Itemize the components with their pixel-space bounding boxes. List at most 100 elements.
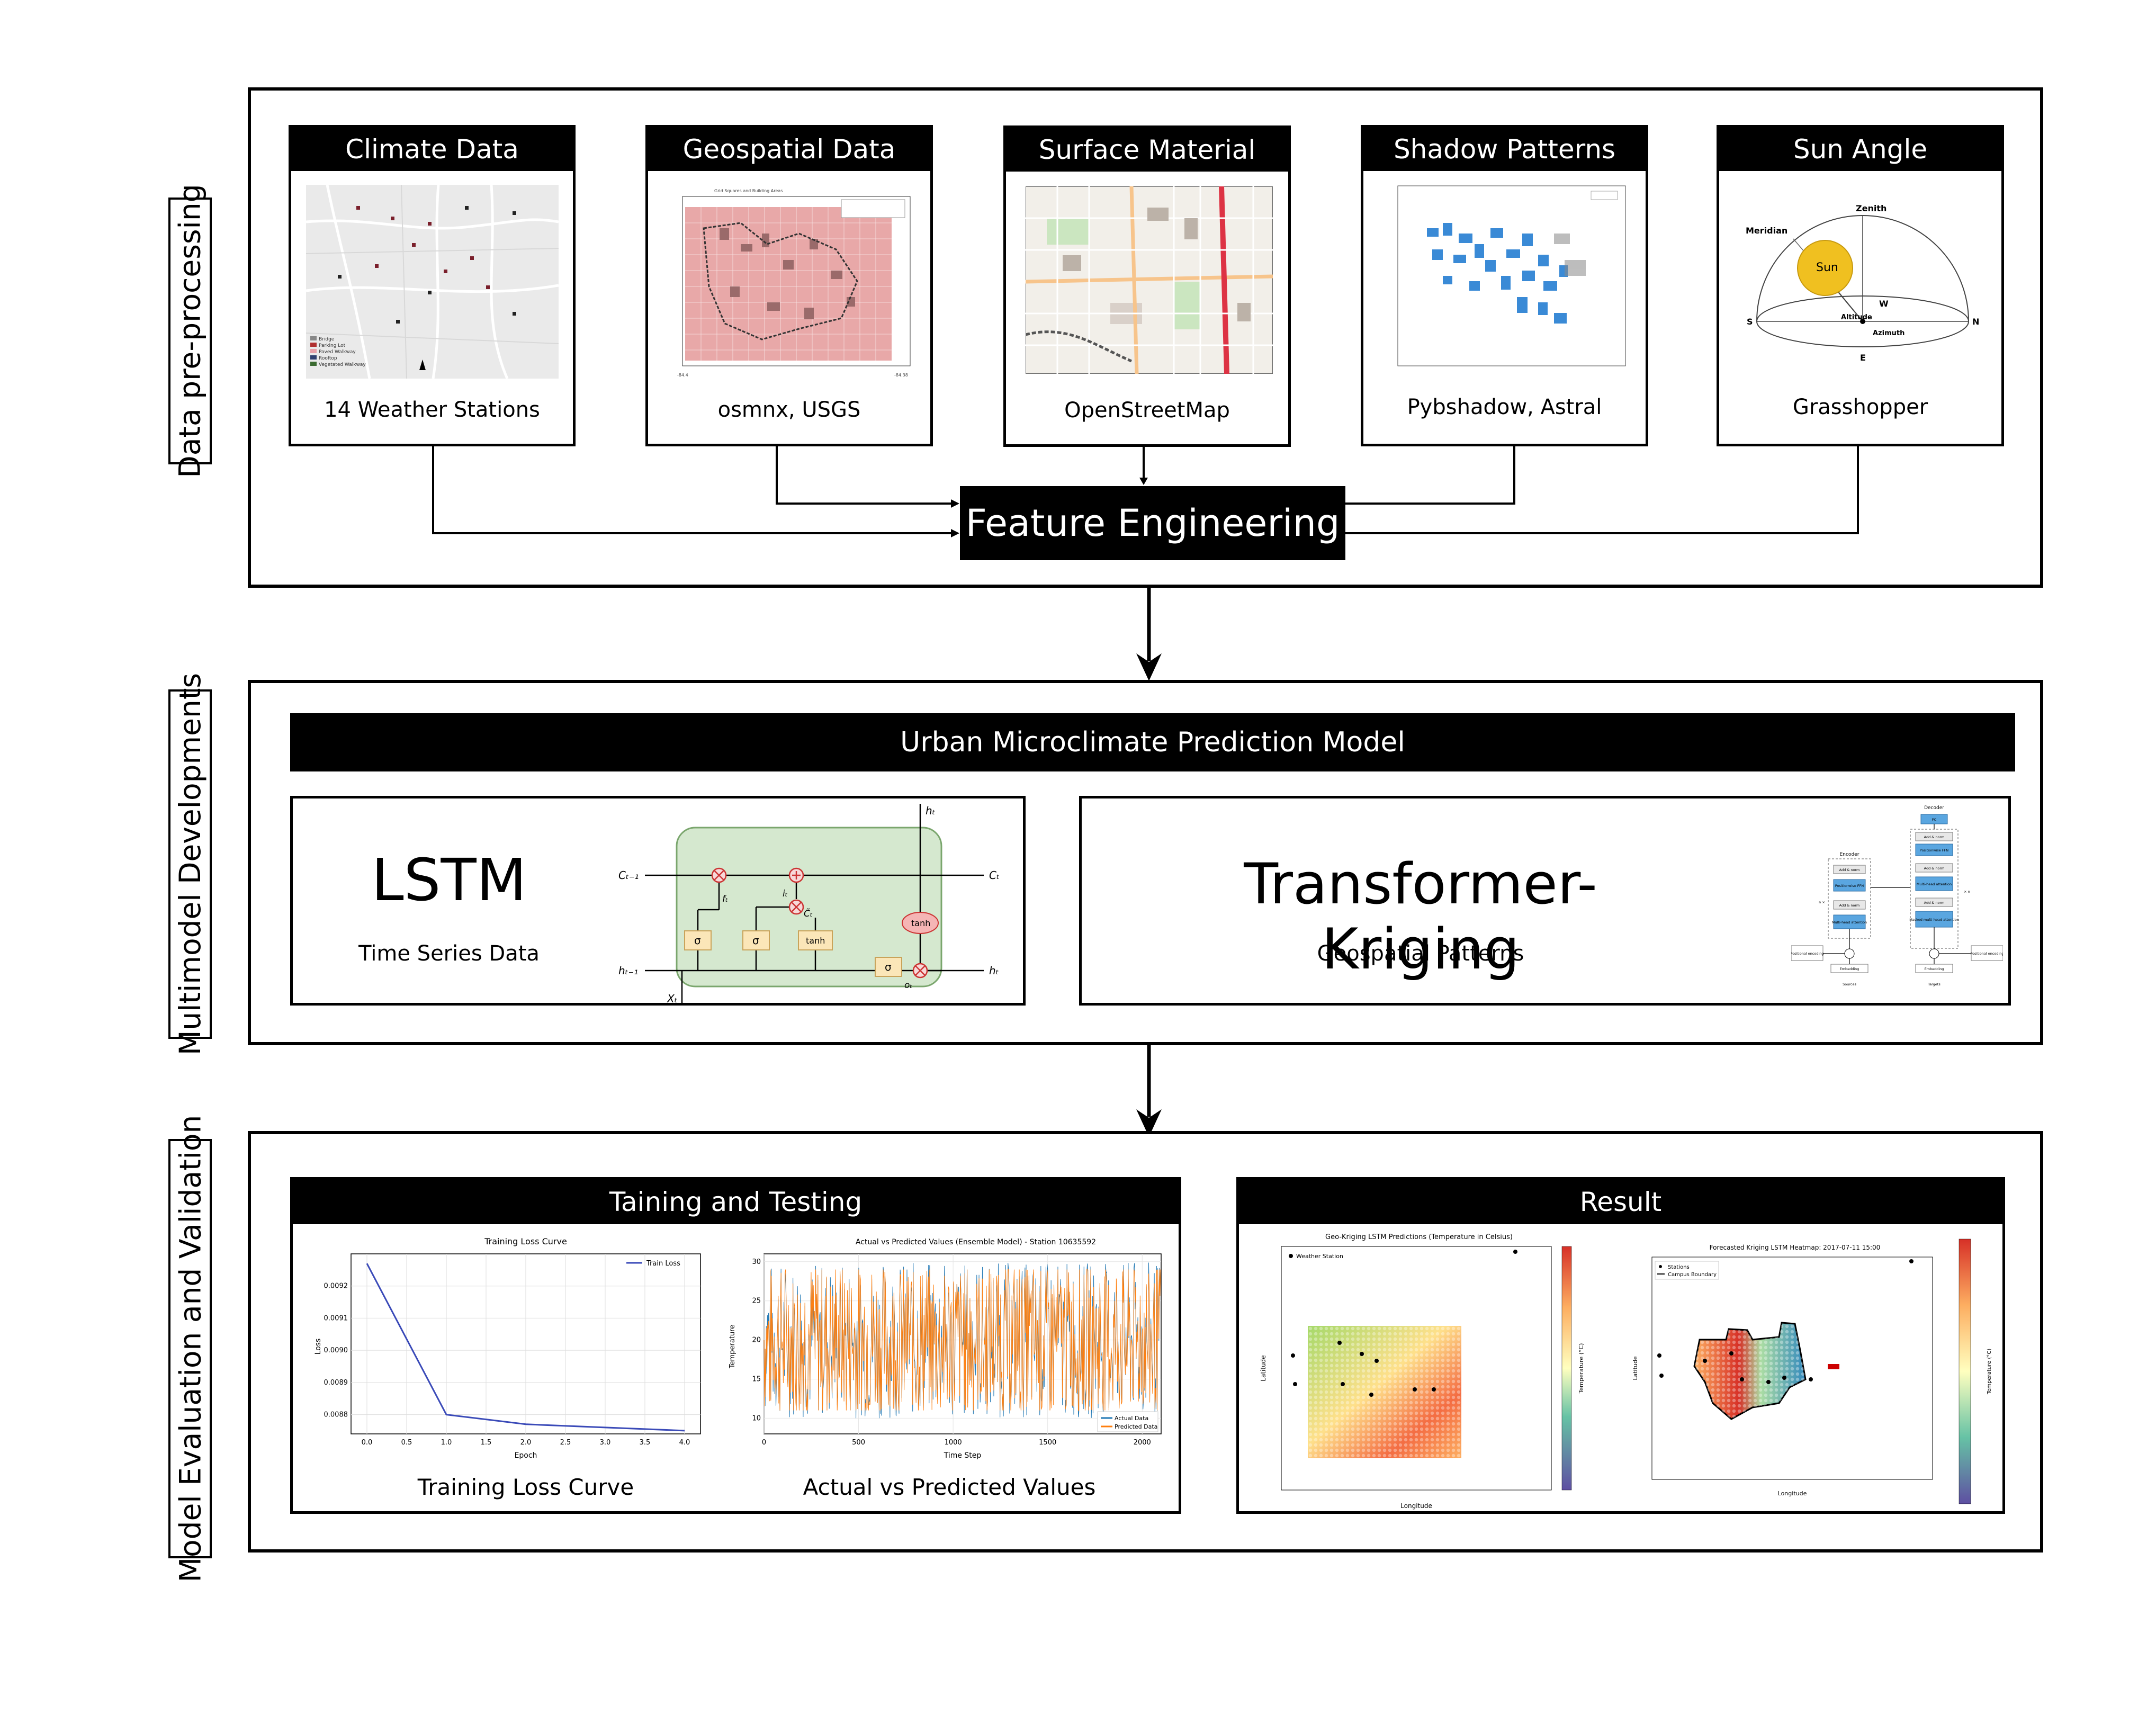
avp-xtick: 1000	[945, 1439, 962, 1447]
svg-text:Multi-head attention: Multi-head attention	[1832, 920, 1867, 925]
preprocessing-connectors	[432, 446, 1859, 537]
lstm-subtitle: Time Series Data	[358, 941, 540, 966]
source-card-geospatial-data: Geospatial Data Grid Squares and Buildin…	[645, 125, 933, 446]
loss-series-line	[366, 1263, 685, 1432]
svg-text:Rooftop: Rooftop	[319, 356, 337, 361]
loss-xtick: 2.5	[560, 1439, 571, 1447]
result-card: Result Geo-Kriging LSTM Predictions (Tem…	[1236, 1177, 2005, 1514]
avp-legend-pred: Predicted Data	[1115, 1423, 1157, 1430]
loss-ytick: 0.0092	[324, 1282, 348, 1290]
svg-text:Positional encoding: Positional encoding	[1791, 952, 1824, 956]
source-title: Sun Angle	[1719, 128, 2001, 171]
svg-text:σ: σ	[885, 961, 892, 973]
avp-xtick: 1500	[1039, 1439, 1056, 1447]
section-label-text: Multimodel Developments	[173, 672, 207, 1056]
avp-ytick: 30	[752, 1258, 761, 1266]
result1-ylabel: Latitude	[1260, 1355, 1267, 1381]
svg-text:Cₜ: Cₜ	[989, 869, 1000, 882]
loss-xtick: 2.0	[520, 1439, 532, 1447]
avp-xtick: 2000	[1134, 1439, 1151, 1447]
svg-text:iₜ: iₜ	[783, 889, 788, 899]
section-label-multimodel: Multimodel Developments	[168, 673, 212, 1055]
source-title: Geospatial Data	[648, 128, 930, 171]
svg-text:Targets: Targets	[1927, 982, 1941, 986]
svg-text:Xₜ: Xₜ	[667, 992, 678, 1004]
svg-text:Bridge: Bridge	[319, 337, 335, 342]
svg-text:fₜ: fₜ	[722, 894, 728, 904]
source-card-sun-angle: Sun Angle Sun Zenith Meridian Altitude A…	[1717, 125, 2004, 446]
feature-engineering-box: Feature Engineering	[960, 486, 1345, 560]
transformer-architecture-diagram: Decoder Encoder	[1790, 803, 2004, 1004]
loss-ytick: 0.0088	[324, 1411, 348, 1419]
actual-vs-predicted-chart: Actual vs Predicted Values (Ensemble Mod…	[727, 1233, 1172, 1460]
predicted-series-line	[763, 1269, 1161, 1411]
loss-chart-title: Training Loss Curve	[484, 1236, 567, 1246]
svg-text:Embedding: Embedding	[1840, 967, 1859, 971]
svg-text:Altitude: Altitude	[1841, 313, 1872, 321]
svg-text:Sun: Sun	[1816, 261, 1838, 274]
loss-ytick: 0.0089	[324, 1379, 348, 1387]
svg-text:Positionwise FFN: Positionwise FFN	[1920, 848, 1948, 852]
loss-xtick: 1.5	[481, 1439, 492, 1447]
osm-map	[1025, 186, 1273, 374]
svg-text:× n: × n	[1964, 890, 1970, 894]
svg-text:Masked multi-head attention: Masked multi-head attention	[1909, 918, 1959, 922]
shadow-plot	[1379, 181, 1635, 382]
source-caption: Pybshadow, Astral	[1407, 395, 1602, 419]
model-banner: Urban Microclimate Prediction Model	[290, 713, 2015, 771]
source-caption: osmnx, USGS	[717, 398, 861, 422]
loss-xtick: 0.5	[401, 1439, 412, 1447]
svg-text:Zenith: Zenith	[1856, 203, 1886, 213]
avp-chart-title: Actual vs Predicted Values (Ensemble Mod…	[856, 1238, 1096, 1246]
loss-xtick: 4.0	[679, 1439, 690, 1447]
svg-text:hₜ₋₁: hₜ₋₁	[618, 964, 638, 977]
section-label-preprocessing: Data pre-processing	[168, 184, 212, 478]
loss-xtick: 1.0	[441, 1439, 452, 1447]
avp-ytick: 10	[752, 1414, 761, 1422]
svg-text:C̃ₜ: C̃ₜ	[804, 908, 813, 919]
result2-ylabel: Latitude	[1632, 1356, 1639, 1380]
flow-arrow-2	[1136, 1045, 1162, 1137]
svg-text:S: S	[1747, 317, 1753, 327]
avp-ytick: 15	[752, 1376, 761, 1384]
loss-xtick: 3.5	[640, 1439, 651, 1447]
svg-text:FC: FC	[1932, 818, 1937, 822]
training-title: Taining and Testing	[293, 1180, 1179, 1224]
transformer-kriging-title: Transformer-Kriging	[1244, 851, 1597, 982]
svg-text:oₜ: oₜ	[904, 980, 912, 991]
transformer-kriging-card: Transformer-Kriging Geospatial Patterns …	[1079, 796, 2011, 1006]
source-title: Shadow Patterns	[1363, 128, 1646, 171]
svg-text:Embedding: Embedding	[1925, 967, 1944, 971]
loss-xlabel: Epoch	[515, 1451, 537, 1460]
source-title: Surface Material	[1006, 128, 1288, 172]
loss-ylabel: Loss	[314, 1339, 322, 1355]
svg-text:Decoder: Decoder	[1924, 805, 1944, 811]
svg-text:Vegetated Walkway: Vegetated Walkway	[319, 362, 366, 367]
kriging-heatmap: Forecasted Kriging LSTM Heatmap: 2017-07…	[1620, 1228, 2001, 1514]
svg-text:Positionwise FFN: Positionwise FFN	[1835, 884, 1864, 888]
loss-ytick: 0.0091	[324, 1314, 348, 1322]
campus-station-map: Bridge Parking Lot Paved Walkway Rooftop…	[306, 184, 559, 379]
avp-caption: Actual vs Predicted Values	[803, 1474, 1096, 1500]
svg-text:tanh: tanh	[806, 936, 825, 946]
svg-text:Paved Walkway: Paved Walkway	[319, 349, 356, 355]
svg-text:W: W	[1879, 299, 1889, 309]
svg-text:Sources: Sources	[1843, 982, 1856, 986]
source-card-surface-material: Surface Material OpenStreetMap	[1003, 125, 1291, 447]
avp-ytick: 20	[752, 1336, 761, 1344]
avp-legend-actual: Actual Data	[1115, 1415, 1148, 1422]
geo-kriging-map: Geo-Kriging LSTM Predictions (Temperatur…	[1250, 1231, 1588, 1511]
result-title: Result	[1239, 1180, 2002, 1224]
svg-text:hₜ: hₜ	[926, 804, 936, 817]
flow-arrow-1	[1136, 587, 1162, 681]
result2-title: Forecasted Kriging LSTM Heatmap: 2017-07…	[1710, 1244, 1881, 1251]
svg-text:Add & norm: Add & norm	[1924, 866, 1945, 871]
loss-ytick: 0.0090	[324, 1347, 348, 1354]
svg-text:Add & norm: Add & norm	[1839, 868, 1860, 872]
source-card-shadow-patterns: Shadow Patterns Pybshadow, Astral	[1361, 125, 1648, 446]
svg-text:Grid Squares and Building Area: Grid Squares and Building Areas	[714, 189, 783, 193]
svg-text:Multi-head attention: Multi-head attention	[1917, 882, 1952, 886]
svg-text:-84.4: -84.4	[677, 373, 688, 378]
sun-angle-diagram: Sun Zenith Meridian Altitude Azimuth N S…	[1740, 196, 1986, 376]
